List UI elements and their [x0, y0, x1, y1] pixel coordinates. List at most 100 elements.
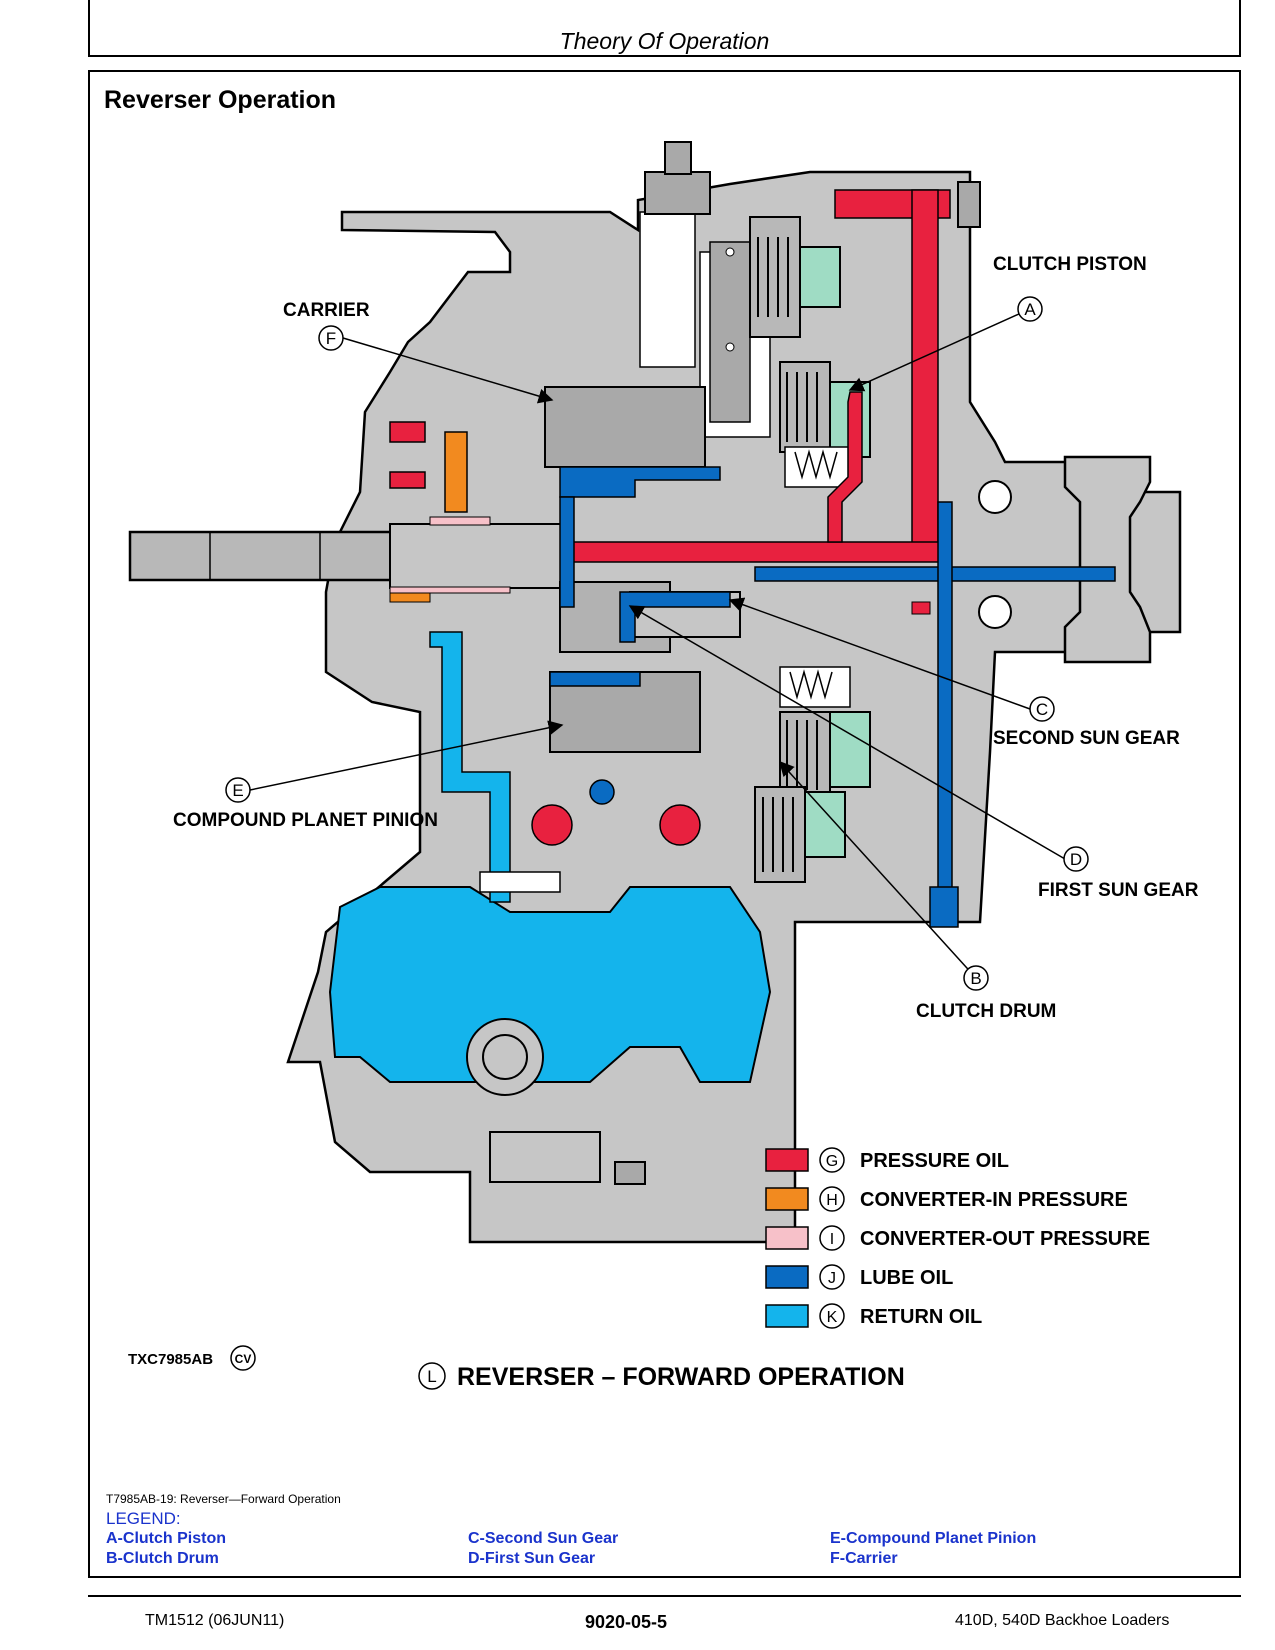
hex-nut — [644, 171, 711, 215]
legend-item: A-Clutch Piston — [106, 1530, 226, 1547]
callout-f: F CARRIER — [283, 300, 370, 351]
upper-clutch-piston — [799, 246, 841, 308]
swatch — [765, 1226, 809, 1250]
bearing-upper — [978, 480, 1012, 514]
callout-leaders — [249, 308, 1066, 979]
bearing-lower — [978, 595, 1012, 629]
input-shaft — [128, 523, 571, 589]
legend-item: E-Compound Planet Pinion — [830, 1530, 1037, 1547]
legend-item: C-Second Sun Gear — [468, 1530, 619, 1547]
lube-oil-vertical-passage — [937, 501, 953, 923]
color-key-item-pressure-oil: G PRESSURE OIL — [765, 1147, 1009, 1173]
callout-e: E COMPOUND PLANET PINION — [173, 777, 438, 831]
key-label: RETURN OIL — [860, 1306, 982, 1328]
converter-in-circuit — [389, 431, 468, 603]
callout-letter: A — [1024, 300, 1036, 319]
leader-line-d — [628, 605, 1066, 860]
swatch — [765, 1148, 809, 1172]
figure-caption: T7985AB-19: Reverser—Forward Operation — [106, 1492, 341, 1506]
callout-letter: C — [1036, 700, 1048, 719]
legend-item: F-Carrier — [830, 1550, 898, 1567]
key-label: PRESSURE OIL — [860, 1150, 1009, 1172]
output-flange — [978, 455, 1152, 664]
color-key-item-converter-in: H CONVERTER-IN PRESSURE — [765, 1186, 1128, 1212]
upper-clutch-pack — [749, 216, 871, 488]
figure-id: TXC7985AB CV — [128, 1345, 256, 1371]
pressure-port — [531, 804, 573, 846]
key-letter: K — [827, 1309, 838, 1326]
callout-label-carrier: CARRIER — [283, 300, 370, 321]
lube-oil-shaft-passage — [754, 566, 1116, 582]
callout-letter: B — [970, 969, 981, 988]
leader-line-b — [778, 760, 977, 979]
callout-letter: D — [1070, 850, 1082, 869]
callout-letter: E — [232, 781, 243, 800]
footer-right: 410D, 540D Backhoe Loaders — [955, 1612, 1170, 1629]
figure-heading: Reverser Operation — [104, 86, 337, 114]
section-title: Theory Of Operation — [559, 28, 770, 54]
pressure-port — [659, 804, 701, 846]
key-letter: I — [830, 1231, 834, 1248]
swatch — [765, 1187, 809, 1211]
return-spring-upper — [784, 446, 856, 488]
key-letter: G — [826, 1153, 838, 1170]
pressure-oil-shaft-passage — [569, 541, 941, 563]
figure-box: Reverser Operation — [88, 70, 1241, 1578]
lower-clutch-piston — [829, 711, 871, 788]
color-key-item-return-oil: K RETURN OIL — [765, 1303, 982, 1329]
leader-line-a — [848, 308, 1031, 392]
callout-b: B CLUTCH DRUM — [916, 965, 1056, 1022]
color-key: G PRESSURE OIL H CONVERTER-IN PRESSURE I… — [765, 1147, 1150, 1329]
key-label: LUBE OIL — [860, 1267, 953, 1289]
shaft-hub — [389, 523, 571, 589]
adjuster-plate — [709, 241, 751, 423]
callout-label-second-sun-gear: SECOND SUN GEAR — [993, 728, 1180, 749]
oil-sump — [328, 886, 772, 1083]
figure-id-text: TXC7985AB — [128, 1351, 213, 1368]
output-flange-body — [1063, 455, 1152, 664]
footer-left: TM1512 (06JUN11) — [145, 1612, 285, 1629]
key-letter: J — [828, 1270, 836, 1287]
callout-label-compound-planet-pinion: COMPOUND PLANET PINION — [173, 810, 438, 831]
callout-label-clutch-drum: CLUTCH DRUM — [916, 1001, 1056, 1022]
return-spring-lower — [779, 666, 851, 708]
carrier-body — [544, 386, 706, 468]
converter-out-circuit — [389, 516, 511, 594]
lower-clutch-pack — [754, 666, 871, 883]
callout-d: D FIRST SUN GEAR — [1038, 846, 1199, 901]
callout-c: C SECOND SUN GEAR — [993, 696, 1180, 749]
legend-title: LEGEND: — [106, 1509, 181, 1528]
swatch — [765, 1265, 809, 1289]
callout-label-first-sun-gear: FIRST SUN GEAR — [1038, 880, 1199, 901]
legend-item: D-First Sun Gear — [468, 1550, 596, 1567]
footer-rule — [88, 1595, 1241, 1597]
figure-title-text: REVERSER – FORWARD OPERATION — [457, 1363, 905, 1391]
callout-label-clutch-piston: CLUTCH PISTON — [993, 254, 1147, 275]
reverser-cross-section-diagram: A CLUTCH PISTON B CLUTCH DRUM C SECOND S… — [128, 141, 1199, 1391]
title-letter: L — [427, 1367, 436, 1386]
swatch — [765, 1304, 809, 1328]
return-oil-circuit — [328, 631, 772, 1185]
key-label: CONVERTER-OUT PRESSURE — [860, 1228, 1150, 1250]
leader-line-c — [728, 597, 1031, 710]
leader-line-f — [342, 337, 554, 404]
key-label: CONVERTER-IN PRESSURE — [860, 1189, 1128, 1211]
header-box: Theory Of Operation — [88, 0, 1241, 57]
adjuster-bolt — [664, 141, 692, 175]
bolt-hole — [725, 342, 735, 352]
lube-oil-circuit — [549, 466, 1116, 928]
bolt-hole — [725, 247, 735, 257]
footer-page-number: 9020-05-5 — [585, 1612, 668, 1632]
callout-a: A CLUTCH PISTON — [993, 254, 1147, 322]
figure-id-badge: CV — [235, 1352, 252, 1366]
leader-line-e — [249, 720, 564, 791]
callout-letter: F — [326, 329, 336, 348]
legend-item: B-Clutch Drum — [106, 1550, 219, 1567]
pressure-oil-circuit — [389, 189, 951, 846]
color-key-item-converter-out: I CONVERTER-OUT PRESSURE — [765, 1225, 1150, 1251]
drain-boss — [489, 1131, 601, 1183]
color-key-item-lube-oil: J LUBE OIL — [765, 1264, 953, 1290]
plug — [957, 181, 981, 228]
key-letter: H — [826, 1192, 838, 1209]
return-oil-passage — [429, 631, 511, 903]
